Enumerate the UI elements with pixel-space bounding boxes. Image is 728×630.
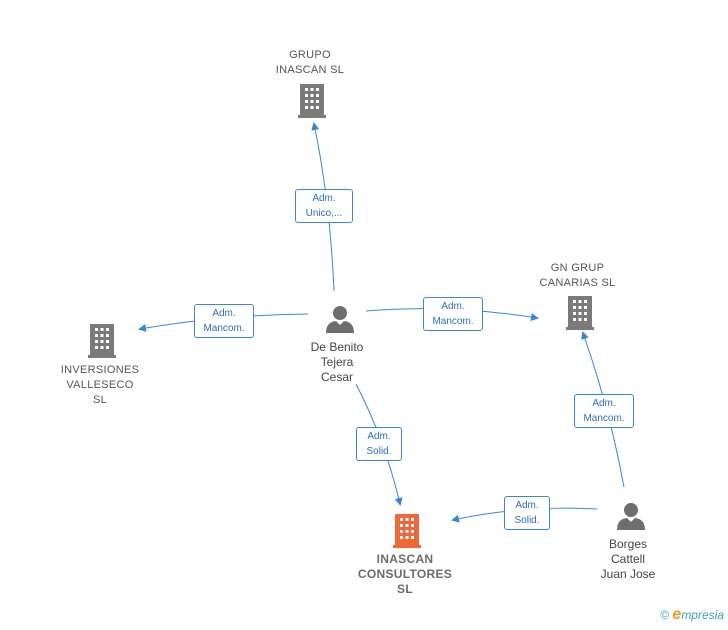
person-icon[interactable] — [326, 306, 354, 333]
node-label-line: Borges — [608, 537, 648, 551]
brand-name: mpresia — [681, 608, 724, 622]
node-label-line: INASCAN — [376, 552, 434, 566]
brand-logo: © empresia — [660, 606, 724, 624]
edge-label-benito-inversiones[interactable]: Adm. Mancom. — [194, 304, 254, 338]
node-label-gn-grup[interactable]: GN GRUP CANARIAS SL — [520, 261, 635, 291]
edge-label-line: Mancom. — [203, 323, 245, 334]
node-label-line: Juan Jose — [600, 567, 656, 581]
node-label-line: Tejera — [320, 355, 354, 369]
edge-label-benito-inascan[interactable]: Adm. Solid. — [356, 427, 402, 461]
brand-letter: e — [672, 606, 682, 623]
edge-label-line: Adm. — [312, 193, 336, 204]
node-label-line: CONSULTORES — [357, 567, 453, 581]
node-label-line: SL — [92, 394, 108, 406]
edge-label-benito-grupo[interactable]: Adm. Unico,... — [295, 189, 353, 223]
building-icon[interactable] — [393, 514, 421, 548]
node-label-inascan-consultores[interactable]: INASCAN CONSULTORES SL — [345, 552, 465, 597]
edge-label-line: Adm. — [592, 398, 616, 409]
node-label-grupo-inascan[interactable]: GRUPO INASCAN SL — [255, 48, 365, 78]
edge-label-borges-inascan[interactable]: Adm. Solid. — [504, 496, 550, 530]
node-label-borges[interactable]: Borges Cattell Juan Jose — [588, 537, 668, 582]
edge-label-benito-gn[interactable]: Adm. Mancom. — [423, 297, 483, 331]
node-label-line: CANARIAS SL — [539, 277, 616, 289]
node-label-line: Cattell — [610, 552, 645, 566]
node-label-line: De Benito — [310, 340, 364, 354]
edge-label-line: Adm. — [212, 308, 236, 319]
building-icon[interactable] — [566, 296, 594, 330]
edge-label-line: Adm. — [441, 301, 465, 312]
node-label-line: VALLESECO — [66, 379, 134, 391]
edge-label-line: Mancom. — [583, 413, 625, 424]
node-label-line: INASCAN SL — [275, 64, 345, 76]
node-label-line: Cesar — [320, 370, 353, 384]
node-label-inversiones[interactable]: INVERSIONES VALLESECO SL — [45, 363, 155, 408]
edge-label-line: Mancom. — [432, 316, 474, 327]
building-icon[interactable] — [88, 324, 116, 358]
node-label-line: SL — [397, 582, 413, 596]
edge-label-line: Adm. — [515, 500, 539, 511]
edge-label-line: Solid. — [514, 515, 540, 526]
edge-label-line: Solid. — [366, 446, 392, 457]
node-label-line: INVERSIONES — [60, 364, 140, 376]
building-icon[interactable] — [298, 84, 326, 118]
edge-label-borges-gn[interactable]: Adm. Mancom. — [574, 394, 634, 428]
person-icon[interactable] — [617, 503, 645, 530]
copyright-symbol: © — [660, 608, 670, 622]
node-label-de-benito[interactable]: De Benito Tejera Cesar — [297, 340, 377, 385]
edge-label-line: Unico,... — [305, 208, 343, 219]
node-label-line: GRUPO — [289, 49, 331, 61]
node-label-line: GN GRUP — [550, 262, 605, 274]
edge-label-line: Adm. — [367, 431, 391, 442]
